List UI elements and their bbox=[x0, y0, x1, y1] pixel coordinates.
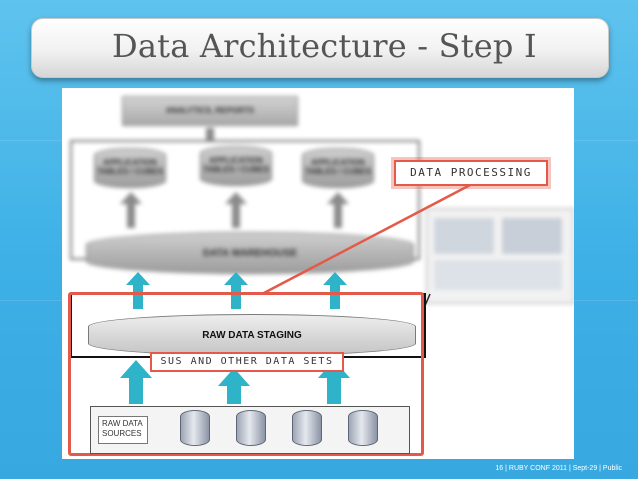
sus-datasets-callout: SUS AND OTHER DATA SETS bbox=[150, 352, 344, 372]
arrow-stem bbox=[334, 204, 342, 228]
architecture-figure: ANALYTICS, REPORTS APPLICATION TABLES / … bbox=[62, 88, 574, 459]
processing-connector-line bbox=[261, 182, 473, 296]
app-table-label: APPLICATION TABLES / CUBES bbox=[96, 158, 164, 176]
database-icon bbox=[180, 410, 210, 446]
arrow-up bbox=[120, 192, 142, 204]
arrow-stem bbox=[206, 128, 214, 140]
slide-footer: 16 | RUBY CONF 2011 | Sept-29 | Public bbox=[495, 465, 622, 472]
arrow-up bbox=[225, 192, 247, 204]
slide-title: Data Architecture - Step I bbox=[112, 27, 537, 65]
teal-arrow-stem bbox=[133, 285, 143, 309]
app-table-cylinder bbox=[200, 146, 272, 186]
database-icon bbox=[348, 410, 378, 446]
thumbnail-chart bbox=[502, 218, 562, 254]
teal-arrow-stem bbox=[327, 378, 341, 404]
app-table-label: APPLICATION TABLES / CUBES bbox=[304, 158, 372, 176]
app-table-label: APPLICATION TABLES / CUBES bbox=[202, 156, 270, 174]
teal-arrow-head bbox=[224, 272, 248, 285]
title-bar bbox=[31, 18, 609, 78]
thumbnail-chart bbox=[434, 260, 562, 290]
thumbnail-chart bbox=[434, 218, 494, 254]
arrow-stem bbox=[127, 204, 135, 228]
teal-arrow-head bbox=[218, 368, 250, 386]
teal-arrow-head bbox=[323, 272, 347, 285]
teal-arrow-stem bbox=[330, 285, 340, 309]
teal-arrow-stem bbox=[231, 285, 241, 309]
teal-arrow-head bbox=[120, 360, 152, 378]
data-warehouse-cylinder bbox=[86, 232, 414, 274]
raw-data-sources-label: RAW DATA SOURCES bbox=[98, 416, 148, 444]
highlight-frame bbox=[68, 292, 424, 456]
analytics-reports-block bbox=[122, 96, 298, 126]
teal-arrow-stem bbox=[129, 378, 143, 404]
app-table-cylinder bbox=[302, 148, 374, 188]
arrow-up bbox=[327, 192, 349, 204]
app-table-cylinder bbox=[94, 148, 166, 188]
teal-arrow-stem bbox=[227, 386, 241, 404]
database-icon bbox=[292, 410, 322, 446]
teal-arrow-head bbox=[126, 272, 150, 285]
database-icon bbox=[236, 410, 266, 446]
data-warehouse-label: DATA WAREHOUSE bbox=[202, 248, 298, 259]
raw-data-staging-label: RAW DATA STAGING bbox=[202, 330, 302, 341]
arrow-stem bbox=[232, 204, 240, 228]
data-processing-callout: DATA PROCESSING bbox=[394, 160, 548, 186]
analytics-reports-label: ANALYTICS, REPORTS bbox=[165, 106, 255, 115]
raw-data-staging-cylinder bbox=[88, 314, 416, 356]
